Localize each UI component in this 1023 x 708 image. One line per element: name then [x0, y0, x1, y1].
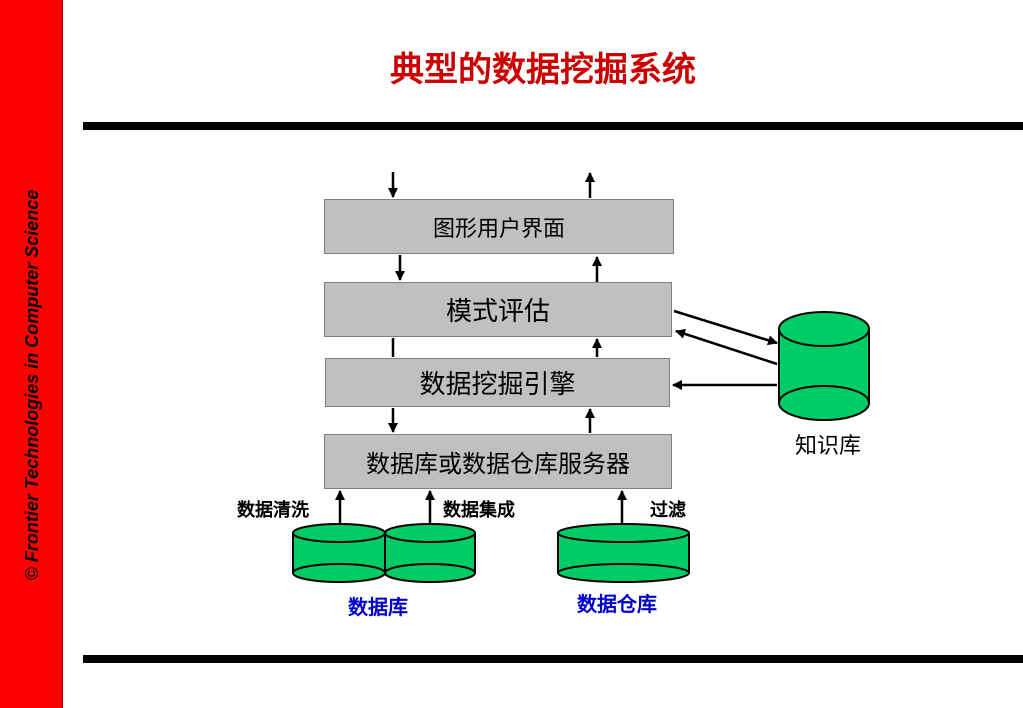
database-cylinder-2 — [384, 523, 476, 583]
eval-to-kb-arrow — [673, 309, 778, 346]
top-divider — [83, 122, 1023, 130]
gui-layer: 图形用户界面 — [324, 199, 674, 254]
database-label: 数据库 — [348, 595, 408, 619]
bottom-divider — [83, 655, 1023, 663]
database-cylinder-1 — [292, 523, 386, 583]
integration-label: 数据集成 — [443, 500, 515, 521]
knowledge-base-cylinder — [778, 311, 870, 421]
sidebar: © Frontier Technologies in Computer Scie… — [0, 0, 63, 708]
mining-engine-layer: 数据挖掘引擎 — [325, 358, 670, 407]
page-title: 典型的数据挖掘系统 — [390, 50, 696, 90]
cleaning-label: 数据清洗 — [237, 500, 309, 521]
server-layer: 数据库或数据仓库服务器 — [324, 434, 672, 489]
warehouse-label: 数据仓库 — [577, 592, 657, 616]
knowledge-base-label: 知识库 — [795, 434, 862, 459]
warehouse-cylinder — [557, 523, 690, 583]
kb-to-eval-arrow — [675, 329, 778, 366]
filtering-label: 过滤 — [650, 500, 686, 521]
pattern-evaluation-layer: 模式评估 — [324, 282, 672, 337]
